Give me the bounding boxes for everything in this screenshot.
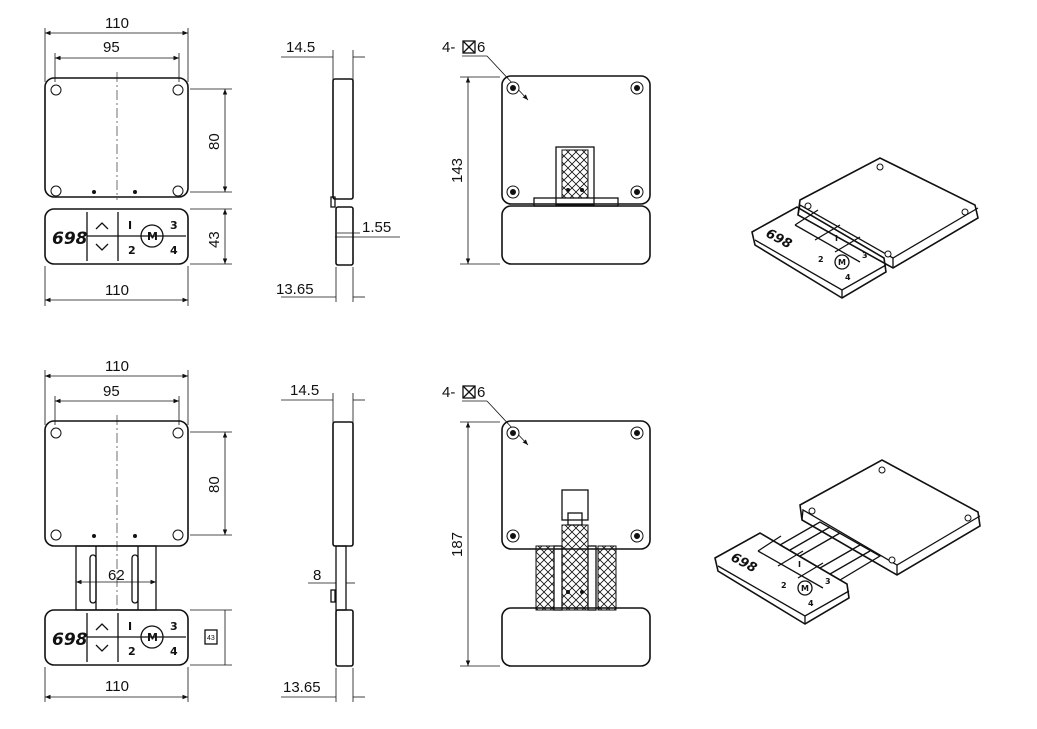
side-panel	[335, 206, 354, 266]
svg-text:I: I	[128, 620, 132, 633]
mounting-plate-b	[44, 420, 189, 547]
bottom-front-view: 110 95 80 62 698 I 3 2 4 M	[44, 358, 232, 702]
mount-hole	[172, 185, 184, 197]
iso-panel-b	[714, 532, 850, 625]
svg-text:I: I	[798, 560, 801, 569]
dim-plate-height-80-b: 80	[206, 476, 223, 493]
rail-hatch-right	[597, 545, 617, 611]
mount-hole	[172, 84, 184, 96]
dim-thickness-14-5-b: 14.5	[290, 382, 319, 399]
dim-panel-width-110-b: 110	[105, 678, 129, 695]
mode-key	[140, 224, 164, 248]
up-arrow-icon	[95, 222, 109, 230]
hole-callout-b: 4-	[442, 384, 455, 401]
back-plate	[501, 75, 651, 205]
dim-width-110: 110	[105, 15, 129, 32]
control-panel	[44, 208, 189, 265]
panel-display: 698	[52, 229, 88, 249]
dim-gap-1-55: 1.55	[362, 219, 391, 236]
svg-text:M: M	[838, 258, 846, 267]
svg-text:3: 3	[825, 577, 831, 586]
bottom-side-view: 14.5 8 13.65	[281, 382, 365, 702]
mode-key-b	[140, 625, 164, 649]
mount-hole	[50, 185, 62, 197]
iso-display-b: 698	[728, 550, 759, 576]
dim-hole-spacing-95: 95	[103, 39, 120, 56]
svg-text:M: M	[147, 230, 158, 243]
svg-text:M: M	[147, 631, 158, 644]
svg-text:2: 2	[128, 645, 136, 658]
hole-callout: 4-	[442, 39, 455, 56]
side-panel-b	[335, 609, 354, 667]
iso-rails	[778, 521, 882, 581]
top-side-view: 14.5 1.55 13.65	[276, 39, 400, 302]
panel-display-b: 698	[52, 630, 88, 650]
top-isometric-view: 698 M I 3 2 4	[751, 157, 979, 299]
svg-text:I: I	[835, 234, 838, 243]
hole-size: 6	[477, 39, 485, 56]
bracket-hatch-b	[561, 524, 589, 611]
dim-panel-thickness-13-65-b: 13.65	[283, 679, 321, 696]
key-4: 4	[170, 244, 178, 257]
dim-panel-height-43-small: 43	[207, 635, 215, 642]
side-plate	[332, 78, 354, 200]
up-arrow-icon	[95, 623, 109, 631]
iso-display: 698	[763, 226, 794, 252]
svg-text:2: 2	[818, 255, 824, 264]
down-arrow-icon	[95, 644, 109, 652]
svg-text:M: M	[801, 584, 809, 593]
bottom-isometric-view: 698 M I 3 2 4	[714, 459, 981, 625]
dim-rail-width-62: 62	[108, 567, 125, 584]
dim-total-height-187: 187	[449, 532, 466, 557]
dim-panel-thickness-13-65: 13.65	[276, 281, 314, 298]
dim-thickness-14-5: 14.5	[286, 39, 315, 56]
key-2: 2	[128, 244, 136, 257]
svg-text:4: 4	[845, 273, 851, 282]
side-plate-b	[332, 421, 354, 547]
key-1: I	[128, 219, 132, 232]
dim-panel-width-110: 110	[105, 282, 129, 299]
dim-panel-height-43: 43	[206, 231, 223, 248]
mount-hole	[50, 84, 62, 96]
svg-text:3: 3	[862, 251, 868, 260]
svg-text:4: 4	[170, 645, 178, 658]
svg-text:2: 2	[781, 581, 787, 590]
control-panel-b	[44, 609, 189, 666]
back-panel	[501, 205, 651, 265]
mounting-plate	[44, 77, 189, 198]
rail-hatch-left	[535, 545, 555, 611]
dim-width-110-b: 110	[105, 358, 129, 375]
back-panel-b	[501, 607, 651, 667]
iso-panel	[751, 206, 887, 299]
down-arrow-icon	[95, 243, 109, 251]
dim-hole-spacing-95-b: 95	[103, 383, 120, 400]
bracket-hatch	[561, 149, 589, 199]
top-back-view: 4- 6 143	[442, 39, 651, 265]
svg-text:3: 3	[170, 620, 178, 633]
key-3: 3	[170, 219, 178, 232]
svg-text:4: 4	[808, 599, 814, 608]
dim-gap-8: 8	[313, 567, 321, 584]
hole-size-b: 6	[477, 384, 485, 401]
dim-total-height-143: 143	[449, 158, 466, 183]
bottom-back-view: 4- 6 187	[442, 384, 651, 667]
dim-plate-height-80: 80	[206, 133, 223, 150]
top-front-view: 110 95 80 698 I 3 2 4 M	[44, 15, 232, 306]
